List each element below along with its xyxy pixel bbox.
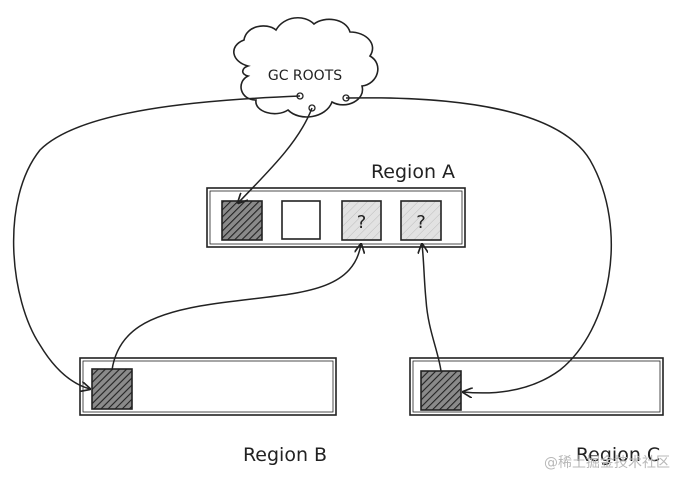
gc-roots-label: GC ROOTS bbox=[268, 68, 342, 84]
region-c-cell-live bbox=[420, 370, 462, 411]
arrow-region-c-to-a bbox=[422, 244, 442, 372]
cloud-shape bbox=[233, 17, 379, 118]
arrow-root-to-region-a bbox=[238, 107, 313, 203]
region-a-cell-live bbox=[221, 200, 263, 241]
region-a-box-inner bbox=[209, 190, 463, 245]
region-c: Region C bbox=[409, 357, 664, 466]
reference-arrows bbox=[12, 95, 613, 393]
gc-roots-cloud: GC ROOTS bbox=[233, 17, 379, 118]
region-c-label: Region C bbox=[576, 444, 660, 466]
arrow-region-b-to-a bbox=[111, 244, 361, 371]
region-a: Region A ? ? bbox=[206, 161, 466, 248]
watermark: @稀土掘金技术社区 bbox=[544, 455, 670, 471]
region-a-cell-unknown-2 bbox=[400, 200, 442, 241]
region-b-label: Region B bbox=[243, 444, 327, 466]
region-c-box-inner bbox=[412, 360, 661, 413]
region-a-label: Region A bbox=[371, 161, 455, 183]
arrow-root-to-region-b bbox=[12, 95, 301, 389]
arrow-root-to-region-c bbox=[345, 97, 613, 393]
region-a-cell-unknown-1-label: ? bbox=[357, 212, 367, 233]
region-b-cell-live bbox=[91, 368, 133, 410]
region-a-cell-unknown-1 bbox=[341, 200, 382, 241]
region-b: Region B bbox=[79, 357, 337, 466]
region-a-cell-unknown-2-label: ? bbox=[416, 212, 426, 233]
region-a-cell-empty bbox=[281, 200, 321, 240]
